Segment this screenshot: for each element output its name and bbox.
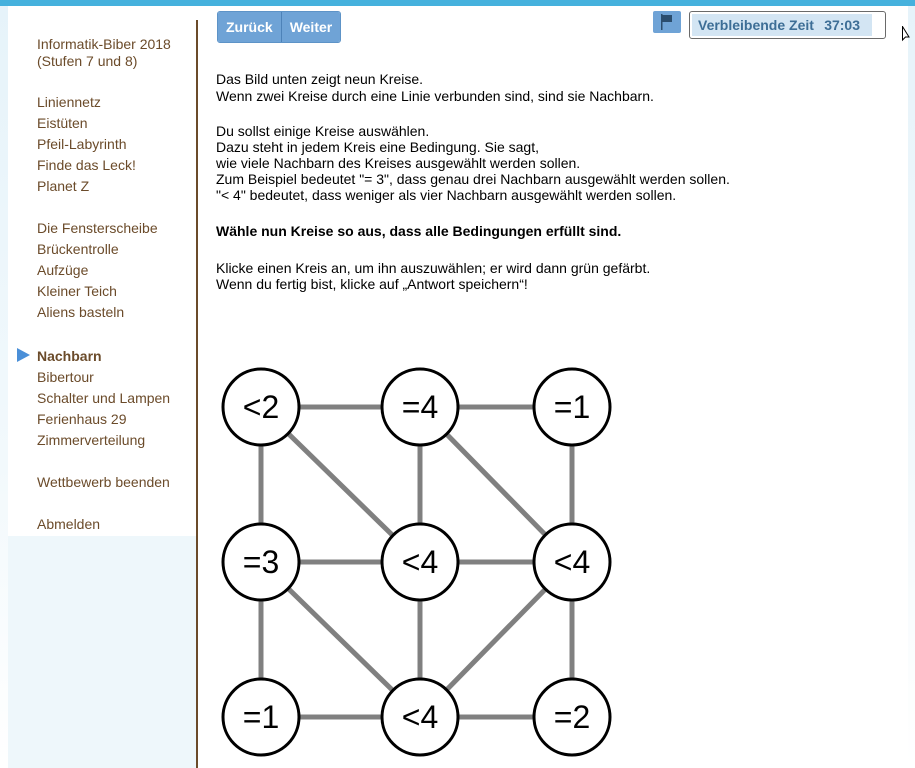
graph-circle-condition: <4 [402, 699, 438, 735]
sidebar-item-die-fensterscheibe[interactable]: Die Fensterscheibe [37, 220, 158, 236]
graph-circle-shape[interactable] [380, 522, 460, 602]
sidebar-item-pfeil-labyrinth[interactable]: Pfeil-Labyrinth [37, 136, 127, 152]
graph-circle-condition: <4 [554, 544, 590, 580]
flag-icon [661, 14, 672, 30]
graph-circle-6[interactable]: <4 [532, 522, 612, 602]
graph-circle-1[interactable]: <2 [221, 367, 301, 447]
task-text-p2-line4: Zum Beispiel bedeutet "= 3", dass genau … [216, 171, 730, 187]
remaining-time-display: Verbleibende Zeit 37:03 [689, 11, 886, 39]
timer-label: Verbleibende Zeit [698, 17, 814, 33]
graph-circle-shape[interactable] [221, 522, 301, 602]
graph-circle-shape[interactable] [221, 677, 301, 757]
graph-circle-5[interactable]: <4 [380, 522, 460, 602]
graph-circle-condition: =4 [402, 389, 438, 425]
graph-circle-9[interactable]: =2 [532, 677, 612, 757]
graph-circle-condition: =1 [243, 699, 279, 735]
timer-bar: Verbleibende Zeit 37:03 [692, 14, 872, 36]
end-contest-link[interactable]: Wettbewerb beenden [37, 474, 170, 490]
graph-circle-shape[interactable] [221, 367, 301, 447]
page: Informatik-Biber 2018 (Stufen 7 und 8) L… [8, 6, 908, 768]
sidebar-item-ferienhaus-29[interactable]: Ferienhaus 29 [37, 411, 127, 427]
graph-circle-2[interactable]: =4 [380, 367, 460, 447]
sidebar-item-bibertour[interactable]: Bibertour [37, 369, 94, 385]
top-strip [0, 0, 915, 6]
contest-title-line1: Informatik-Biber 2018 [37, 36, 171, 52]
graph-circle-8[interactable]: <4 [380, 677, 460, 757]
graph-circle-3[interactable]: =1 [532, 367, 612, 447]
neighbor-graph: <2 =4 =1 =3 <4 <4 =1 <4 =2 [221, 367, 612, 757]
task-text-p3-line2: Wenn du fertig bist, klicke auf „Antwort… [216, 276, 528, 292]
graph-circle-shape[interactable] [532, 522, 612, 602]
sidebar-item-eistueten[interactable]: Eistüten [37, 115, 88, 131]
navigation-buttons: Zurück Weiter [217, 11, 342, 43]
graph-circle-condition: <4 [402, 544, 438, 580]
task-text-p2-line3: wie viele Nachbarn des Kreises ausgewähl… [216, 155, 581, 171]
sidebar: Informatik-Biber 2018 (Stufen 7 und 8) L… [8, 6, 196, 536]
graph-circle-condition: =1 [554, 389, 590, 425]
sidebar-background [8, 536, 196, 768]
sidebar-item-aufzuege[interactable]: Aufzüge [37, 262, 89, 278]
sidebar-item-finde-das-leck[interactable]: Finde das Leck! [37, 157, 136, 173]
task-text-p2-line1: Du sollst einige Kreise auswählen. [216, 123, 430, 139]
task-text-p2-line2: Dazu steht in jedem Kreis eine Bedingung… [216, 139, 539, 155]
sidebar-divider [196, 20, 198, 768]
graph-circle-shape[interactable] [532, 677, 612, 757]
sidebar-item-brueckentrolle[interactable]: Brückentrolle [37, 241, 119, 257]
graph-circle-shape[interactable] [532, 367, 612, 447]
sidebar-item-aliens-basteln[interactable]: Aliens basteln [37, 304, 125, 320]
task-instruction: Wähle nun Kreise so aus, dass alle Bedin… [216, 223, 622, 239]
sidebar-item-nachbarn[interactable]: Nachbarn [37, 348, 102, 364]
task-text-p1-line2: Wenn zwei Kreise durch eine Linie verbun… [216, 88, 654, 104]
graph-circle-shape[interactable] [380, 677, 460, 757]
logout-link[interactable]: Abmelden [37, 516, 101, 532]
flag-button[interactable] [653, 11, 681, 33]
next-button[interactable]: Weiter [280, 12, 341, 42]
sidebar-item-liniennetz[interactable]: Liniennetz [37, 94, 101, 110]
graph-circle-condition: <2 [243, 389, 279, 425]
contest-title: Informatik-Biber 2018 (Stufen 7 und 8) [37, 36, 171, 70]
sidebar-item-kleiner-teich[interactable]: Kleiner Teich [37, 283, 117, 299]
back-button[interactable]: Zurück [218, 12, 281, 42]
graph-circle-7[interactable]: =1 [221, 677, 301, 757]
graph-circle-condition: =2 [554, 699, 590, 735]
task-text-p3-line1: Klicke einen Kreis an, um ihn auszuwähle… [216, 260, 651, 276]
timer-value: 37:03 [824, 17, 860, 33]
mouse-cursor-icon [902, 26, 910, 42]
graph-circle-condition: =3 [243, 544, 279, 580]
sidebar-item-planet-z[interactable]: Planet Z [37, 178, 90, 194]
sidebar-item-schalter-und-lampen[interactable]: Schalter und Lampen [37, 390, 171, 406]
graph-circle-4[interactable]: =3 [221, 522, 301, 602]
graph-nodes: <2 =4 =1 =3 <4 <4 =1 <4 =2 [221, 367, 612, 757]
task-text-p1-line1: Das Bild unten zeigt neun Kreise. [216, 71, 424, 87]
task-text-p2-line5: "< 4" bedeutet, dass weniger als vier Na… [216, 187, 677, 203]
current-task-arrow-icon [17, 348, 30, 362]
contest-title-line2: (Stufen 7 und 8) [37, 53, 138, 69]
sidebar-item-zimmerverteilung[interactable]: Zimmerverteilung [37, 432, 146, 448]
graph-circle-shape[interactable] [380, 367, 460, 447]
